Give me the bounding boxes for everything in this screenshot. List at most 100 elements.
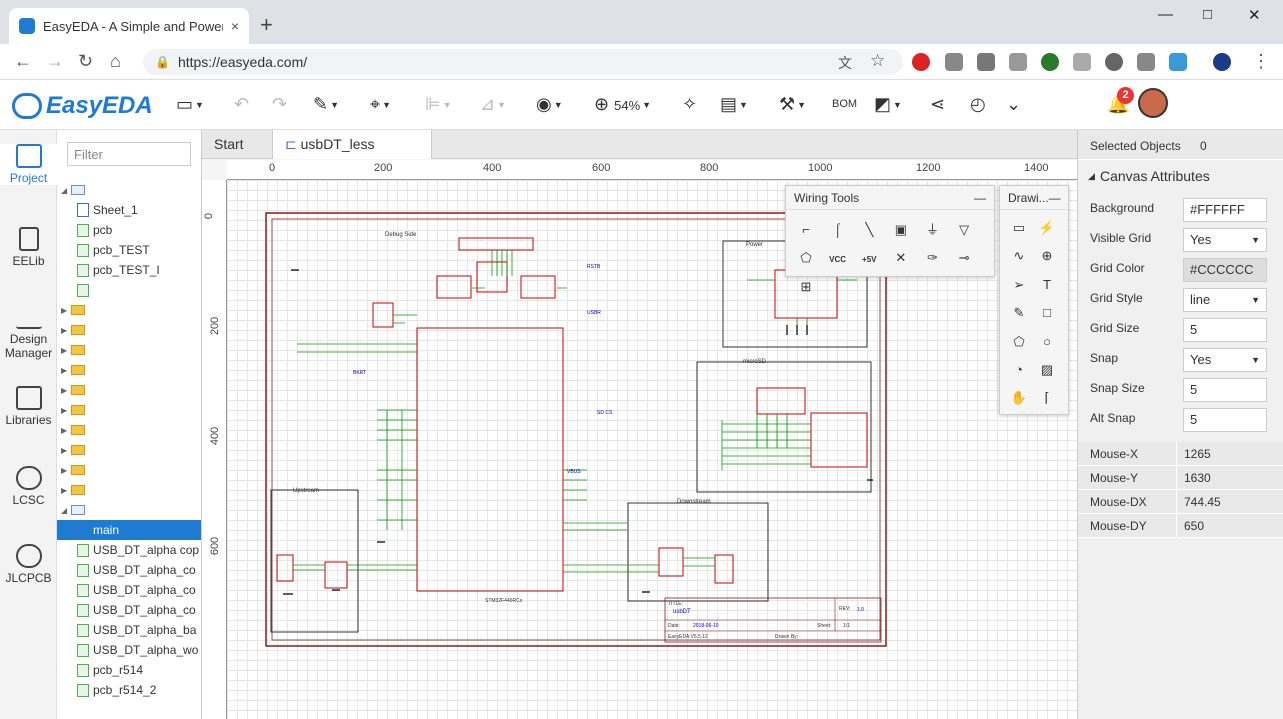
list-extension-icon[interactable] [1073,53,1091,71]
pin-circle-icon[interactable]: ⊕ [1041,248,1053,263]
tree-file-row[interactable]: USB_DT_alpha_co [57,600,201,620]
flip-menu-icon[interactable]: ⊿▼ [480,94,507,114]
dimension-icon[interactable]: ⌈ [1044,390,1050,405]
tree-file-row[interactable]: pcb_r514 [57,660,201,680]
tree-folder-row[interactable]: ◢ [57,180,201,200]
settings-menu-icon[interactable]: ▤▼ [720,94,748,114]
tree-folder-row[interactable]: ▶ [57,340,201,360]
tree-folder-row[interactable]: ▶ [57,300,201,320]
arc-icon[interactable]: ∿ [1013,248,1025,263]
tree-file-row[interactable]: pcb [57,220,201,240]
tree-folder-row[interactable]: ◢ [57,500,201,520]
no-connect-icon[interactable]: ✕ [895,249,907,265]
tab-usbdt-less[interactable]: ⊏ usbDT_less [272,130,432,159]
back-icon[interactable]: ← [14,51,32,71]
new-tab-button[interactable]: + [260,12,273,37]
sidebar-item-design-manager[interactable]: Design Manager [0,305,57,360]
expand-down-icon[interactable]: ◢ [61,505,68,515]
freehand-icon[interactable]: ✎ [1013,305,1025,320]
plus5v-icon[interactable]: +5V [862,254,877,264]
tree-file-row[interactable]: USB_DT_alpha_ba [57,620,201,640]
circle-icon[interactable]: ○ [1043,333,1051,349]
netflag-icon[interactable]: ⬠ [800,249,812,265]
qr-extension-icon[interactable] [1009,53,1027,71]
adblock-icon[interactable] [912,53,930,71]
tree-file-row[interactable]: USB_DT_alpha cop [57,540,201,560]
expand-right-icon[interactable]: ▶ [61,445,68,455]
expand-right-icon[interactable]: ▶ [61,385,68,395]
bom-button[interactable]: BOM [832,98,858,110]
ground-icon[interactable]: ⏚ [925,221,939,237]
polygon-icon[interactable]: ⬠ [1013,333,1025,349]
expand-right-icon[interactable]: ▶ [61,305,68,315]
picture-icon[interactable]: ▨ [1040,362,1054,377]
tree-folder-row[interactable]: ▶ [57,360,201,380]
sidebar-item-lcsc[interactable]: LCSC [0,466,57,507]
expand-right-icon[interactable]: ▶ [61,425,68,435]
tree-folder-row[interactable]: ▶ [57,400,201,420]
wire-icon[interactable]: ⌐ [802,221,810,237]
attribute-input[interactable]: 5 [1183,408,1267,432]
chat-extension-icon[interactable] [1137,53,1155,71]
tree-folder-row[interactable]: ▶ [57,480,201,500]
hand-icon[interactable]: ✋ [1010,390,1028,405]
drawing-tools-header[interactable]: Drawi... — [1000,186,1068,210]
attribute-input[interactable]: 5 [1183,378,1267,402]
align-menu-icon[interactable]: ⊫▼ [425,94,452,114]
sidebar-item-eelib[interactable]: EELib [0,227,57,268]
close-window-button[interactable]: ✕ [1248,7,1261,24]
tree-file-row[interactable]: main [57,520,201,540]
tab-close-icon[interactable]: × [230,18,239,34]
group-icon[interactable]: ⊞ [800,279,812,294]
attribute-input[interactable]: 5 [1183,318,1267,342]
tree-folder-row[interactable]: ▶ [57,380,201,400]
expand-right-icon[interactable]: ▶ [61,345,68,355]
rect-icon[interactable]: □ [1043,305,1051,320]
maximize-button[interactable]: □ [1203,6,1213,23]
arrow-icon[interactable]: ➢ [1013,276,1025,292]
minimize-button[interactable]: — [1158,6,1173,23]
text-icon[interactable]: T [1043,276,1051,292]
sidebar-item-libraries[interactable]: Libraries [0,386,57,427]
undo-icon[interactable]: ↶ [234,94,250,114]
attribute-input[interactable]: #FFFFFF [1183,198,1267,222]
expand-right-icon[interactable]: ▶ [61,325,68,335]
vcc-icon[interactable]: VCC [829,254,847,264]
bookmark-star-icon[interactable]: ☆ [870,51,886,70]
sidebar-item-project[interactable]: Project [0,144,57,185]
translate-icon[interactable]: 文 [838,55,852,71]
pin-icon[interactable]: ⊸ [958,249,970,265]
pencil-menu-icon[interactable]: ✎▼ [313,94,340,114]
expand-right-icon[interactable]: ▶ [61,365,68,375]
url-input[interactable]: 🔒 https://easyeda.com/ [143,49,903,75]
circle-extension-icon[interactable] [1105,53,1123,71]
schematic-canvas[interactable]: Debug Side STM32F446RCx Power microSD Up… [227,180,1077,719]
expand-right-icon[interactable]: ▶ [61,485,68,495]
attribute-input[interactable]: #CCCCCC [1183,258,1267,282]
polyline-icon[interactable]: ⚡ [1038,220,1056,235]
tree-file-row[interactable]: USB_DT_alpha_co [57,560,201,580]
tree-folder-row[interactable]: ▶ [57,420,201,440]
browser-tab[interactable]: EasyEDA - A Simple and Powerful × [9,8,249,44]
minimize-panel-icon[interactable]: — [974,191,986,205]
attribute-select[interactable]: Yes▼ [1183,348,1267,372]
share-icon[interactable]: ⋖ [930,94,946,114]
attribute-select[interactable]: Yes▼ [1183,228,1267,252]
expand-down-icon[interactable]: ◢ [61,185,68,195]
image-icon[interactable]: ▭ [1012,220,1026,235]
sidebar-item-jlcpcb[interactable]: JLCPCB [0,544,57,585]
cloud-extension-icon[interactable] [1169,53,1187,71]
expand-right-icon[interactable]: ▶ [61,405,68,415]
tree-file-row[interactable]: Sheet_1 [57,200,201,220]
redo-icon[interactable]: ↷ [272,94,288,114]
more-chevron-icon[interactable]: ⌄ [1006,94,1022,114]
folder-menu-icon[interactable]: ▭▼ [176,94,204,114]
tree-folder-row[interactable]: ▶ [57,320,201,340]
history-icon[interactable]: ◴ [970,94,986,114]
camera-extension-icon[interactable] [945,53,963,71]
pencil-wire-icon[interactable]: ✑ [927,249,938,265]
filter-input[interactable]: Filter [67,142,191,166]
tree-file-row[interactable]: USB_DT_alpha_co [57,580,201,600]
tree-file-row[interactable]: pcb_r514_2 [57,680,201,700]
tree-file-row[interactable]: pcb_TEST_I [57,260,201,280]
